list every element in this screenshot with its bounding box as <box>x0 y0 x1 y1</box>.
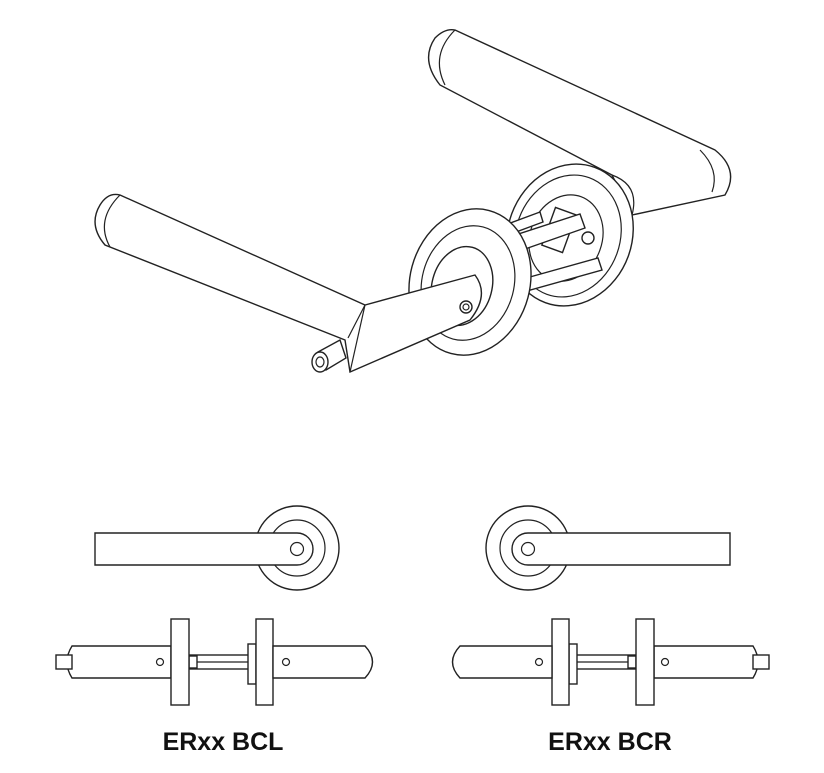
bcl-label: ERxx BCL <box>162 728 284 756</box>
back-lever <box>427 28 732 216</box>
isometric-handle-set <box>94 28 732 374</box>
bcl-side-view <box>55 618 374 706</box>
bcl-front-view <box>94 505 340 591</box>
bcr-label: ERxx BCR <box>548 728 672 756</box>
bcr-side-view <box>451 618 770 706</box>
bcr-front-view <box>485 505 731 591</box>
front-lever <box>94 193 483 374</box>
